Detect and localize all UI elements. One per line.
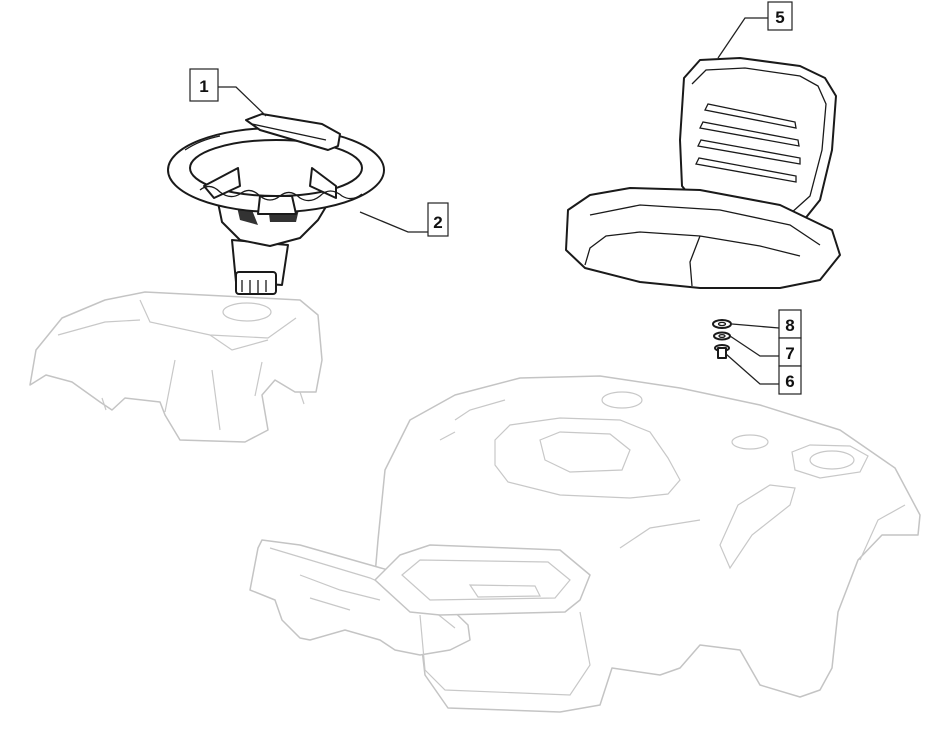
seat-ribs (695, 103, 801, 183)
callout-6-label: 6 (785, 372, 794, 391)
steering-wheel (167, 127, 385, 295)
callout-8: 8 (778, 309, 802, 339)
seat (565, 57, 841, 289)
callout-1-label: 1 (199, 77, 208, 96)
callout-5: 5 (767, 1, 793, 31)
dashboard-cover-ghost (29, 291, 323, 443)
leader-lines (218, 17, 780, 385)
steering-wheel-cap (245, 113, 341, 151)
seat-washer (712, 319, 732, 329)
body-shroud-ghost (374, 375, 921, 713)
callout-8-label: 8 (785, 316, 794, 335)
callout-2: 2 (427, 202, 449, 237)
callout-5-label: 5 (775, 8, 784, 27)
seat-bolt (714, 344, 730, 359)
callout-7: 7 (778, 337, 802, 367)
storage-tray-ghost (374, 544, 591, 696)
seat-lock-washer (713, 331, 731, 341)
callout-1: 1 (189, 68, 219, 102)
callout-6: 6 (778, 365, 802, 395)
callout-7-label: 7 (785, 344, 794, 363)
callout-2-label: 2 (433, 213, 442, 232)
